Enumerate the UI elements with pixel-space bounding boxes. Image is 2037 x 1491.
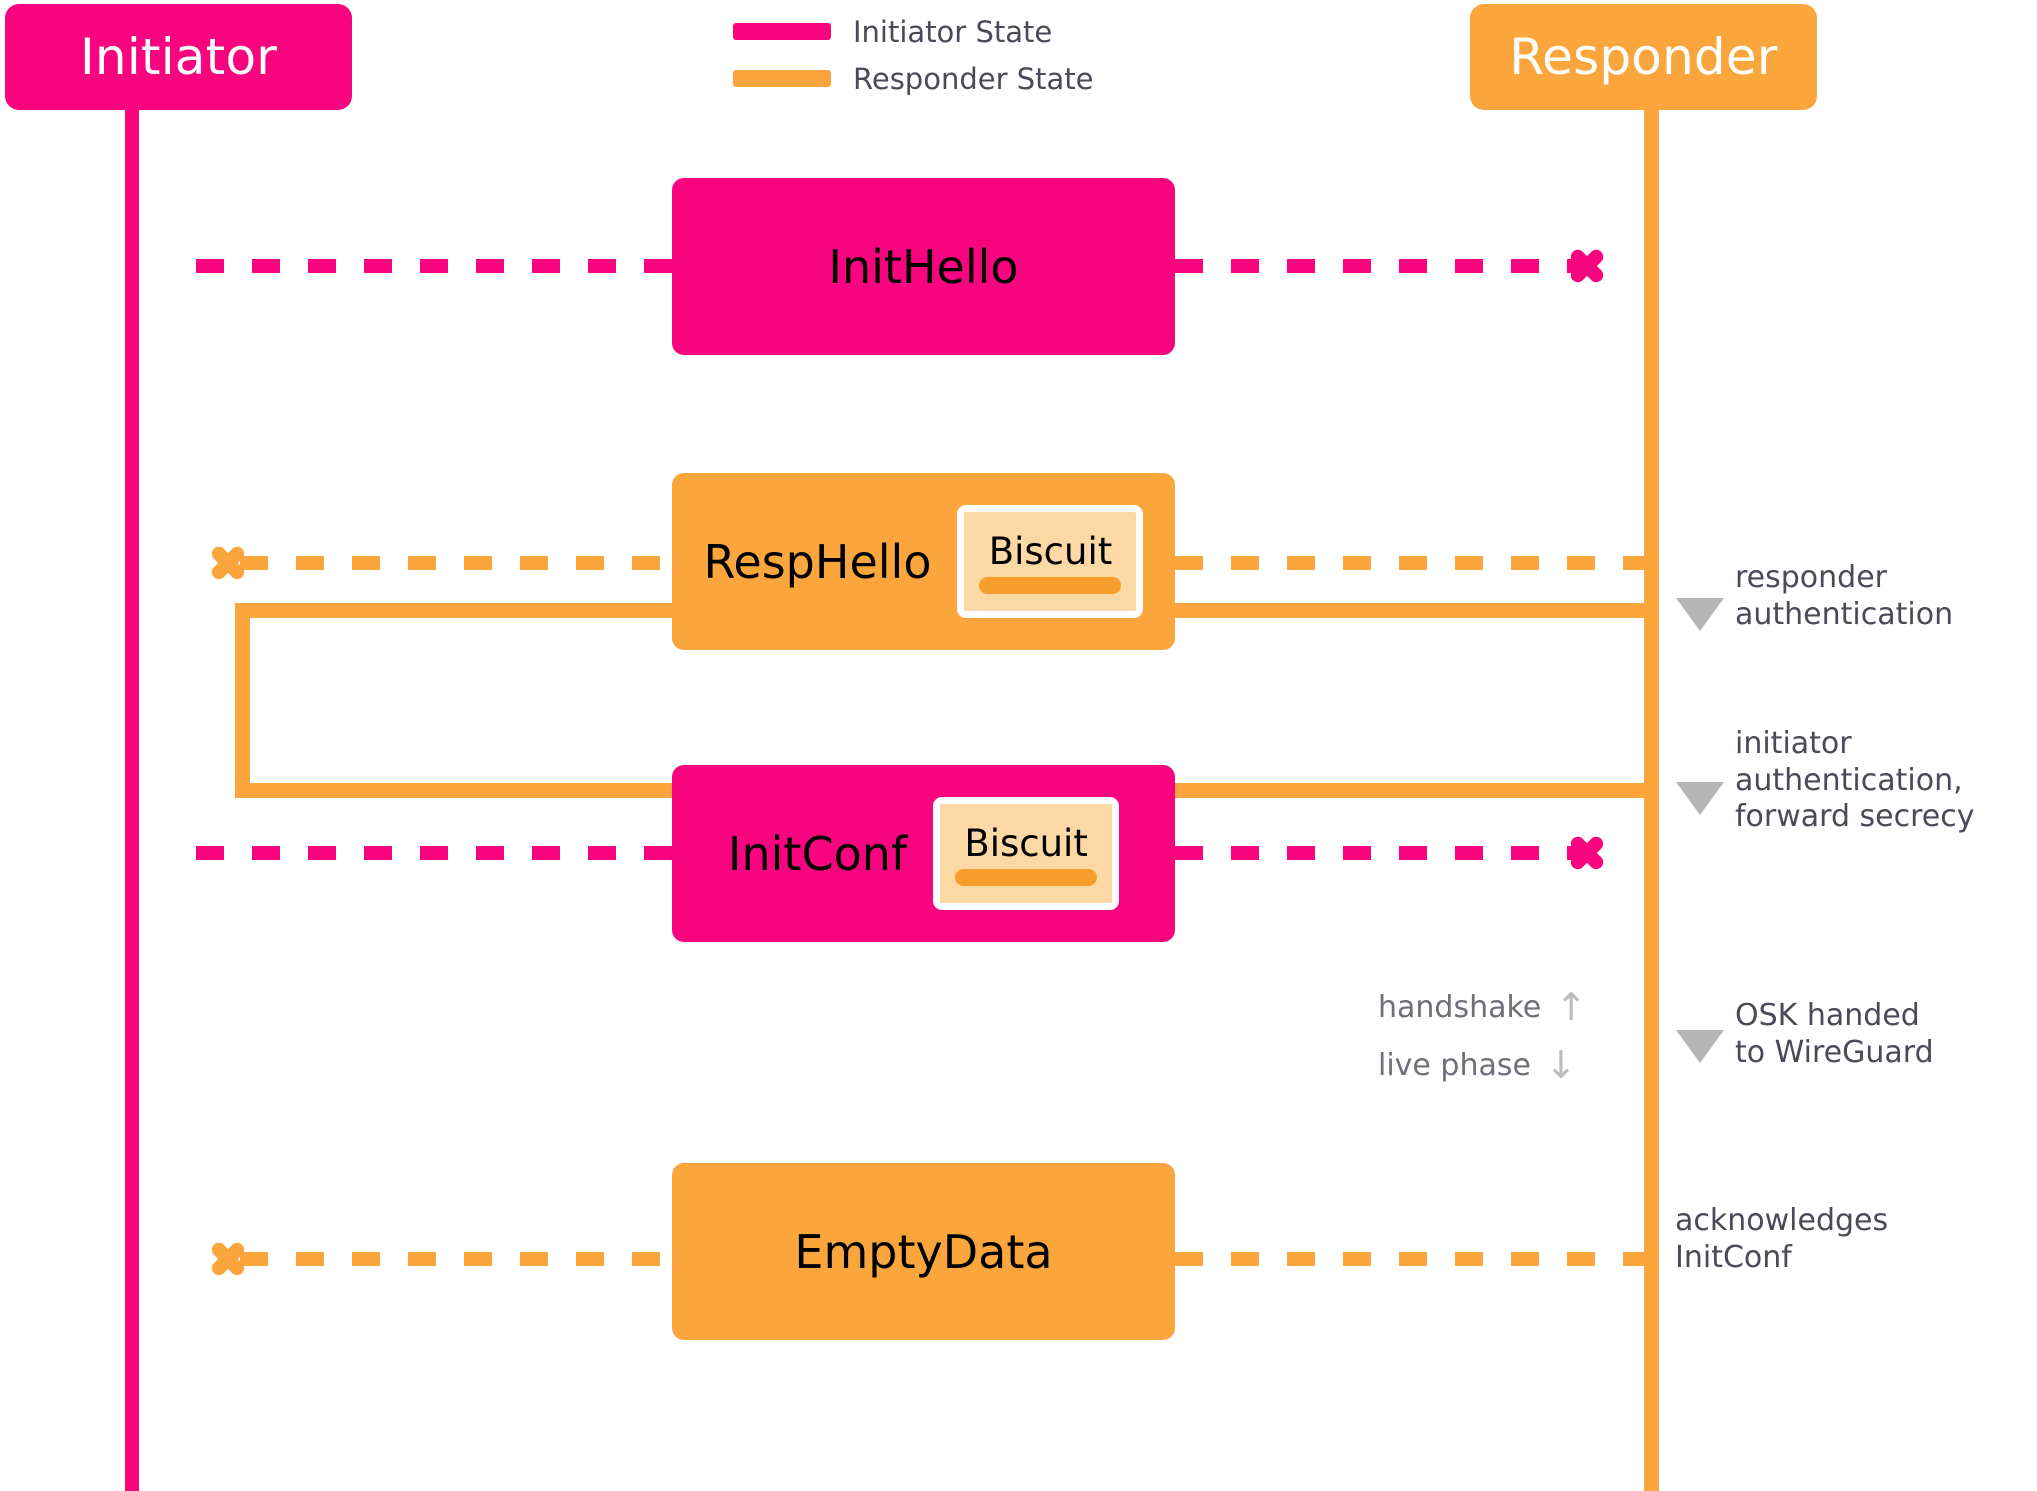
biscuit-bar-resp-hello <box>979 577 1122 594</box>
responder-state-left-segment <box>235 603 250 798</box>
arrow-init-conf-left <box>196 846 672 860</box>
phase-label-handshake-text: handshake <box>1378 989 1542 1025</box>
arrow-init-hello-right <box>1175 259 1583 273</box>
arrow-init-hello-left <box>196 259 672 273</box>
biscuit-chip-init-conf[interactable]: Biscuit <box>933 797 1120 910</box>
message-label-init-hello: InitHello <box>828 239 1019 294</box>
triangle-down-icon-osk-handed <box>1676 1030 1724 1063</box>
legend-swatch-initiator <box>733 23 831 40</box>
biscuit-label-resp-hello: Biscuit <box>988 530 1113 573</box>
responder-state-lifeline-extension <box>1644 100 1659 1491</box>
arrow-resp-hello-left <box>240 556 672 570</box>
actor-initiator[interactable]: Initiator <box>5 4 352 110</box>
arrowhead-init-conf <box>1567 831 1619 875</box>
arrow-init-conf-right <box>1175 846 1583 860</box>
message-label-init-conf: InitConf <box>727 826 908 881</box>
annotation-acknowledges-initconf: acknowledges InitConf <box>1675 1203 1889 1275</box>
message-box-resp-hello[interactable]: RespHello Biscuit <box>672 473 1175 650</box>
message-box-init-hello[interactable]: InitHello <box>672 178 1175 355</box>
annotation-initiator-auth: initiator authentication, forward secrec… <box>1735 726 1975 835</box>
actor-responder-label: Responder <box>1509 28 1778 86</box>
legend-label-responder: Responder State <box>853 61 1094 96</box>
arrow-resp-hello-right <box>1175 556 1645 570</box>
legend-label-initiator: Initiator State <box>853 14 1053 49</box>
message-label-empty-data: EmptyData <box>794 1224 1053 1279</box>
biscuit-chip-resp-hello[interactable]: Biscuit <box>957 505 1144 618</box>
triangle-down-icon-responder-auth <box>1676 598 1724 631</box>
annotation-responder-auth: responder authentication <box>1735 560 1954 632</box>
message-box-init-conf[interactable]: InitConf Biscuit <box>672 765 1175 942</box>
arrow-up-icon-handshake: ↑ <box>1555 985 1588 1029</box>
phase-label-handshake: handshake ↑ <box>1378 988 1587 1026</box>
biscuit-bar-init-conf <box>955 869 1098 886</box>
arrow-down-icon-live-phase: ↓ <box>1544 1043 1577 1087</box>
arrowhead-init-hello <box>1567 244 1619 288</box>
initiator-lifeline <box>125 100 139 1491</box>
phase-label-live-phase: live phase ↓ <box>1378 1046 1577 1084</box>
legend-item-initiator-state: Initiator State <box>733 8 1153 55</box>
message-label-resp-hello: RespHello <box>703 534 932 589</box>
arrowhead-empty-data <box>196 1237 248 1281</box>
actor-initiator-label: Initiator <box>79 28 277 86</box>
annotation-osk-handed: OSK handed to WireGuard <box>1735 998 1934 1070</box>
arrowhead-resp-hello <box>196 541 248 585</box>
triangle-down-icon-initiator-auth <box>1676 782 1724 815</box>
actor-responder[interactable]: Responder <box>1470 4 1817 110</box>
arrow-empty-data-right <box>1175 1252 1645 1266</box>
legend-item-responder-state: Responder State <box>733 55 1153 102</box>
phase-label-live-phase-text: live phase <box>1378 1047 1531 1083</box>
message-box-empty-data[interactable]: EmptyData <box>672 1163 1175 1340</box>
biscuit-label-init-conf: Biscuit <box>964 822 1088 865</box>
legend-swatch-responder <box>733 70 831 87</box>
arrow-empty-data-left <box>240 1252 672 1266</box>
legend: Initiator State Responder State <box>733 8 1153 102</box>
